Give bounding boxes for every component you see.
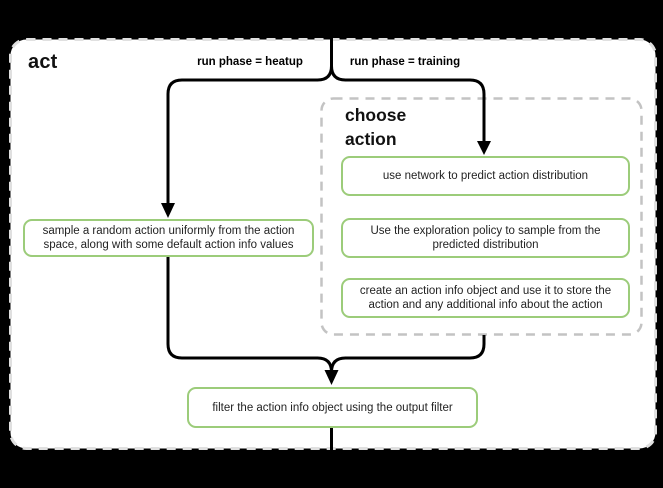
choose-action-container-border (320, 97, 643, 336)
node-sample-random-action: sample a random action uniformly from th… (23, 219, 314, 257)
node-filter-action-info: filter the action info object using the … (187, 387, 478, 428)
act-container-title: act (28, 51, 58, 73)
node-use-network-predict: use network to predict action distributi… (341, 156, 630, 196)
arrowhead-training-icon (477, 141, 491, 155)
arrowhead-merge-icon (324, 370, 339, 385)
edge-choose-to-filter (330, 335, 486, 373)
node-create-action-info: create an action info object and use it … (341, 278, 630, 318)
branch-label-heatup: run phase = heatup (197, 56, 303, 68)
arrowhead-heatup-icon (161, 203, 175, 218)
edge-training-branch (330, 37, 486, 143)
node-exploration-policy-sample: Use the exploration policy to sample fro… (341, 218, 630, 258)
choose-action-container-title: choose action (345, 105, 407, 149)
branch-label-training: run phase = training (349, 56, 461, 68)
edge-sample-to-filter (166, 257, 333, 373)
